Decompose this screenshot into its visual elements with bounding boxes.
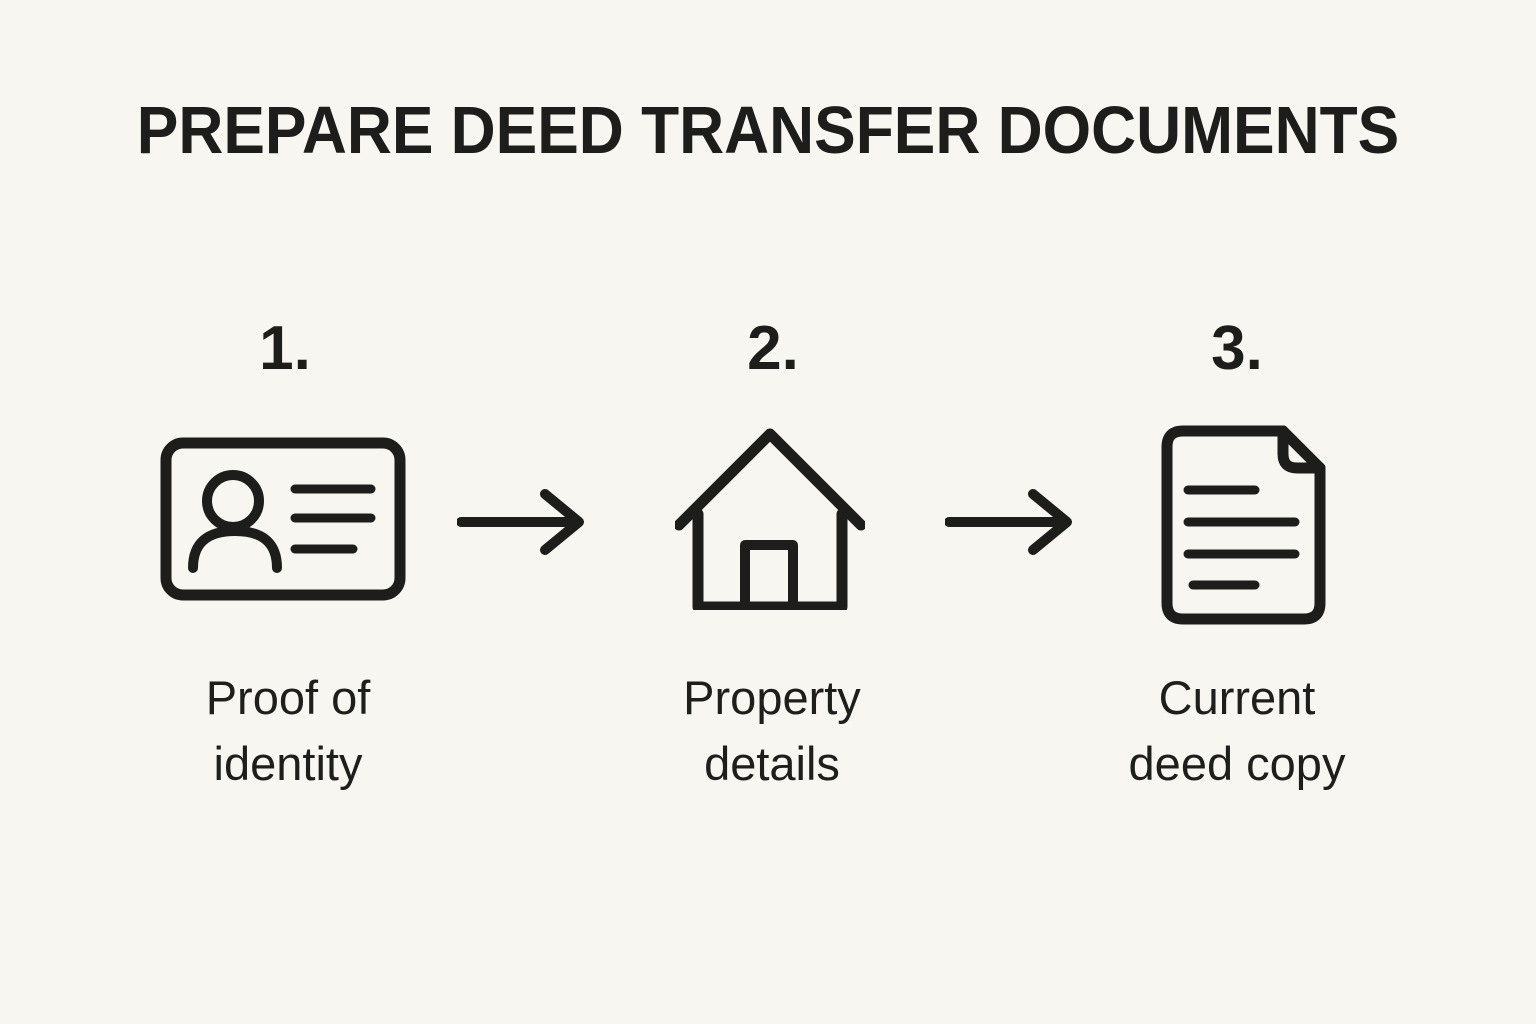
document-icon: [1157, 425, 1330, 625]
step-2-label-line2: details: [704, 736, 840, 790]
step-3-label: Current deed copy: [1129, 665, 1346, 797]
step-2-label-line1: Property: [683, 671, 861, 724]
step-3-number: 3.: [1211, 314, 1263, 383]
step-1-label-line1: Proof of: [205, 671, 371, 724]
step-3-label-line1: Current: [1158, 671, 1316, 724]
house-icon: [675, 428, 865, 610]
step-3-label-line2: deed copy: [1128, 736, 1346, 790]
step-1-label-line2: identity: [213, 736, 363, 790]
step-2-label: Property details: [683, 665, 861, 797]
page-title: PREPARE DEED TRANSFER DOCUMENTS: [136, 93, 1400, 168]
step-2-number: 2.: [747, 314, 799, 383]
step-1-label: Proof of identity: [206, 665, 371, 797]
step-1-number: 1.: [259, 314, 311, 383]
right-arrow-icon: [944, 487, 1080, 562]
id-card-icon: [160, 437, 406, 601]
right-arrow-icon: [456, 487, 592, 562]
